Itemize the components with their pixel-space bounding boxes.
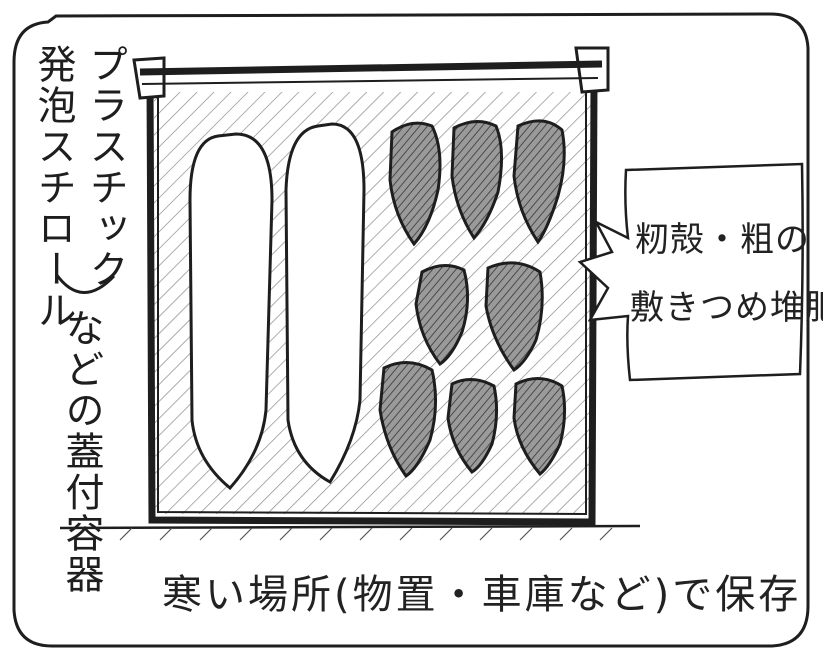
compost-label-line2: 敷きつめ堆肥 — [630, 288, 823, 328]
container-lid-icon — [132, 46, 610, 100]
daikon-radish-icon — [188, 132, 274, 491]
storage-place-caption: 寒い場所(物置・車庫など)で保存 — [162, 572, 802, 618]
ground-hatch — [119, 527, 613, 541]
daikon-radish-icon — [284, 122, 366, 485]
container-label-line2: 発泡スチロール — [31, 44, 76, 331]
root-vegetable-icon — [378, 361, 438, 479]
ground-line — [59, 524, 641, 530]
bracket-mark — [54, 273, 116, 294]
root-vegetable-icon — [388, 121, 442, 247]
root-vegetable-icon — [446, 378, 499, 474]
container — [146, 78, 598, 526]
root-vegetable-icon — [450, 120, 504, 241]
compost-label-line1: 籾殻・粗の — [635, 220, 810, 260]
note-bubble — [577, 162, 804, 382]
root-vegetable-icon — [414, 264, 469, 367]
outer-frame — [12, 12, 810, 648]
root-vegetable-icon — [484, 261, 544, 373]
container-label-line1: プラスチック — [83, 44, 128, 290]
container-label-line3: などの蓋付容器 — [59, 308, 104, 595]
root-vegetable-icon — [512, 377, 567, 477]
root-vegetable-icon — [512, 119, 566, 245]
